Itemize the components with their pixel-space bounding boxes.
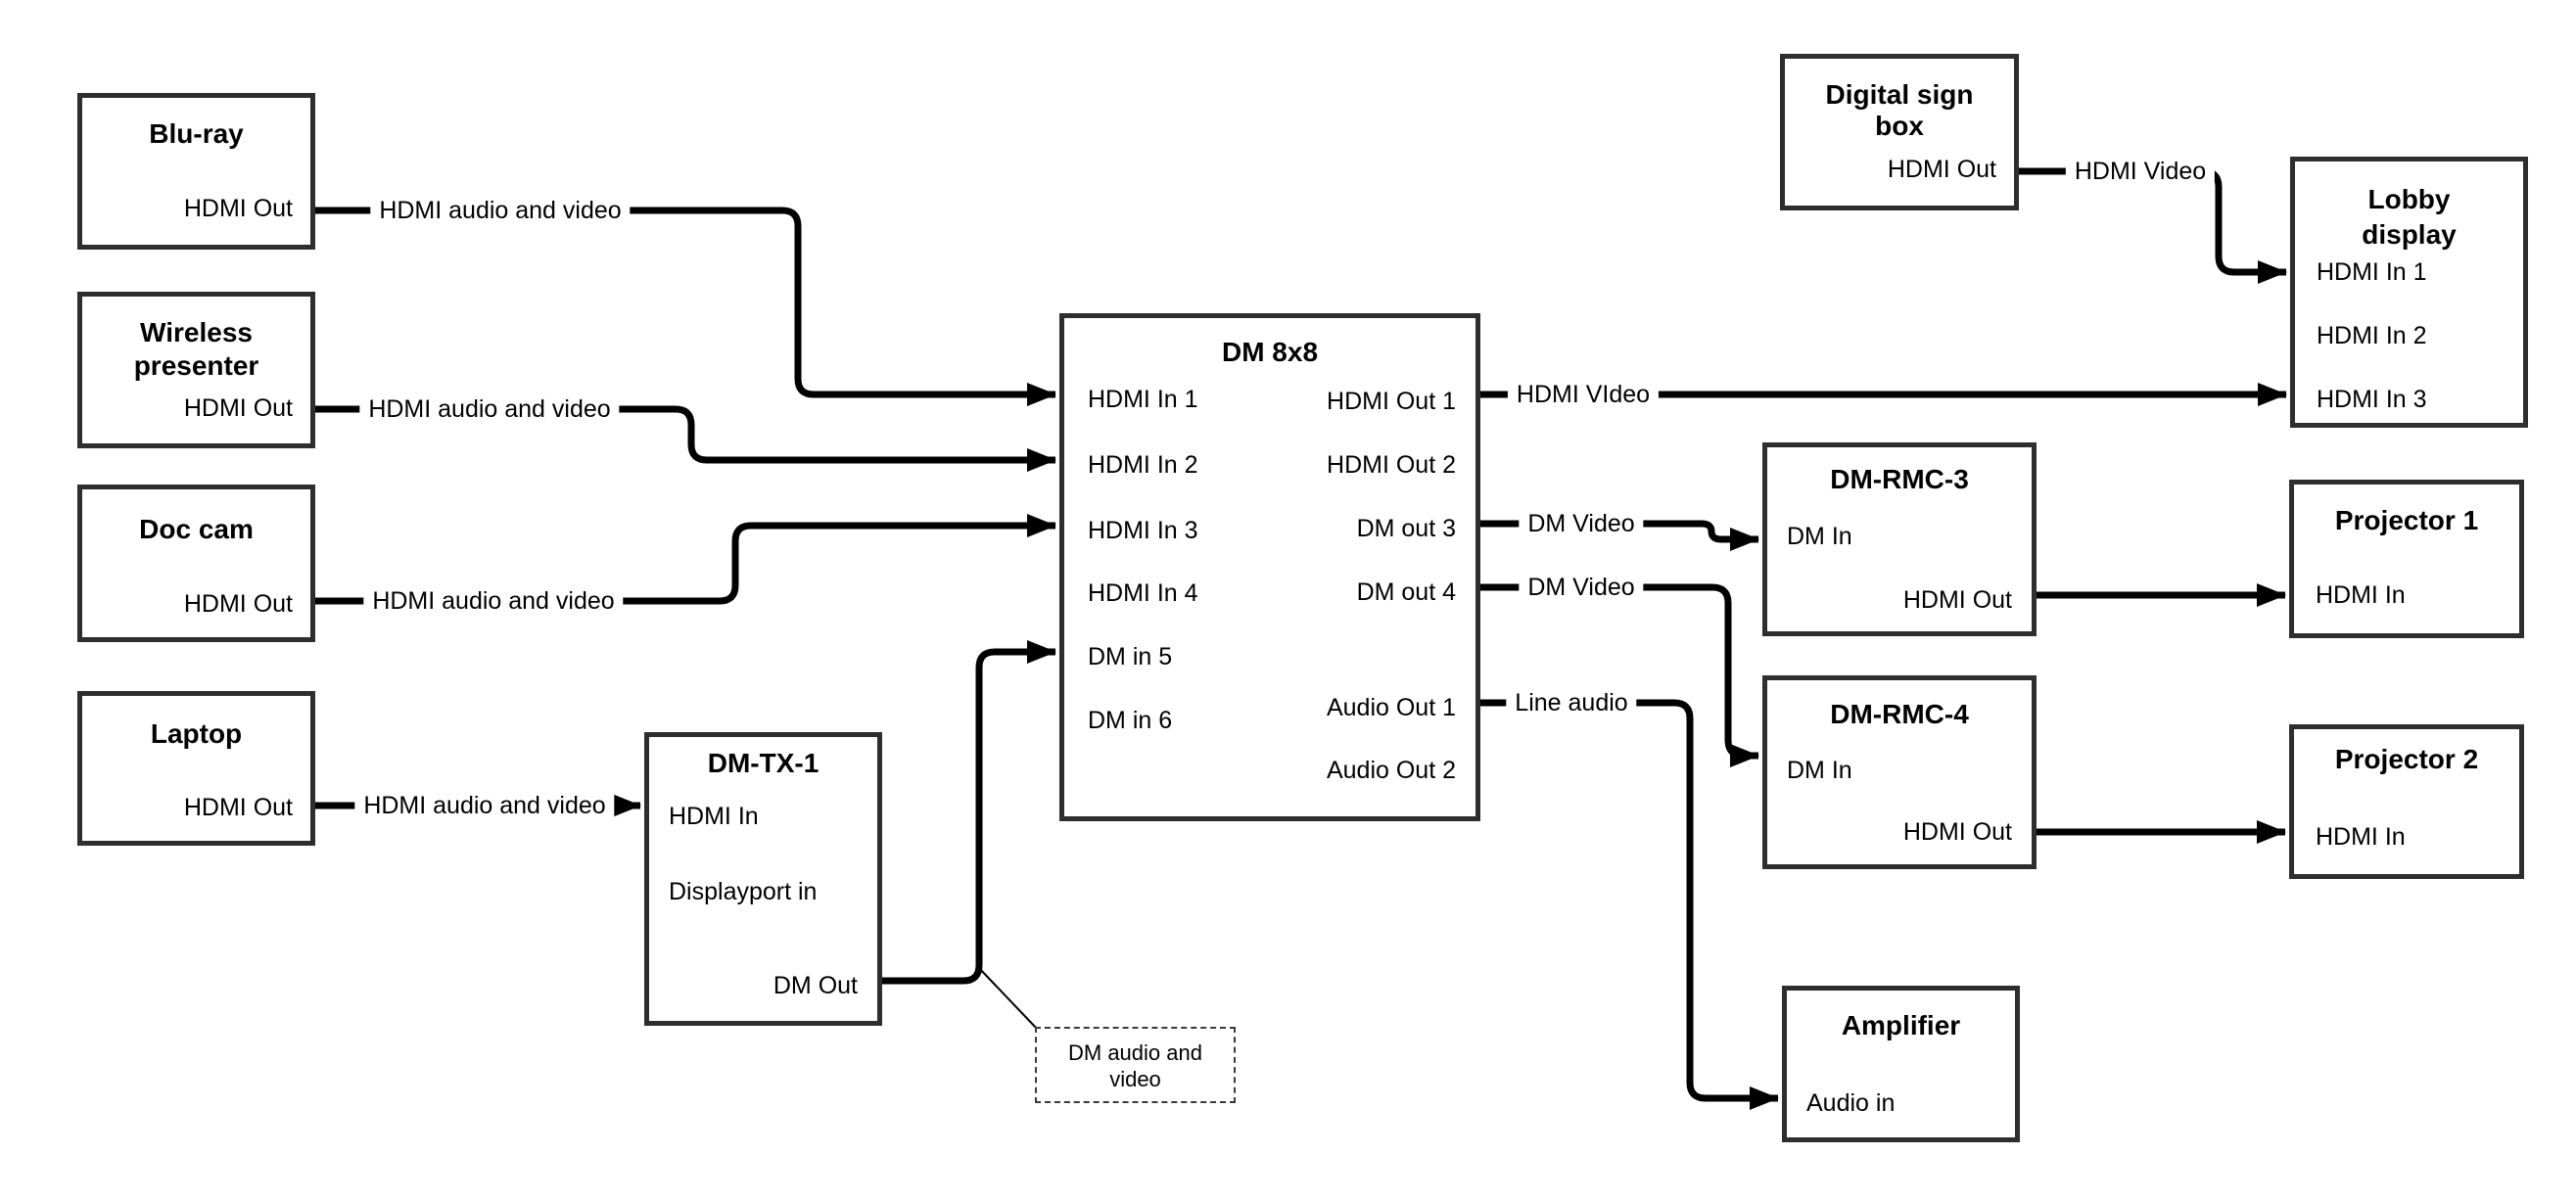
port-hdmi-out: HDMI Out <box>183 794 293 821</box>
port-hdmi-out: HDMI Out <box>183 195 293 222</box>
node-dm-rmc-3: DM-RMC-3 DM In HDMI Out <box>1762 442 2037 636</box>
port-audio-out-2: Audio Out 2 <box>1326 757 1456 784</box>
port-displayport-in: Displayport in <box>669 878 818 905</box>
node-bluray: Blu-ray HDMI Out <box>77 93 315 250</box>
node-title: Doc cam <box>139 514 254 544</box>
port-hdmi-out: HDMI Out <box>183 394 293 422</box>
edge-doccam-dm8x8 <box>315 514 1056 605</box>
edge-label-laptop: HDMI audio and video <box>354 791 615 820</box>
node-digital-sign-box: Digital sign box HDMI Out <box>1780 54 2019 210</box>
port-hdmi-in-2: HDMI In 2 <box>1088 451 1198 479</box>
node-laptop: Laptop HDMI Out <box>77 691 315 846</box>
node-dm-8x8: DM 8x8 HDMI In 1 HDMI In 2 HDMI In 3 HDM… <box>1059 313 1480 821</box>
node-title: Amplifier <box>1841 1010 1961 1040</box>
node-title: Lobby display <box>2362 184 2457 250</box>
edge-out4-dmrmc4 <box>1480 583 1759 767</box>
node-title: DM 8x8 <box>1221 337 1319 367</box>
port-hdmi-out: HDMI Out <box>1887 156 1996 183</box>
port-hdmi-out: HDMI Out <box>1902 586 2012 614</box>
node-wireless-presenter: Wireless presenter HDMI Out <box>77 292 315 448</box>
callout-leader-line <box>977 966 1039 1031</box>
node-title: Laptop <box>150 718 243 749</box>
edge-label-doccam: HDMI audio and video <box>363 586 624 616</box>
port-hdmi-out-2: HDMI Out 2 <box>1327 451 1456 479</box>
node-title: Projector 2 <box>2334 744 2479 774</box>
edge-label-digital-sign: HDMI Video <box>2065 157 2216 186</box>
port-hdmi-in: HDMI In <box>669 803 759 830</box>
port-hdmi-in-4: HDMI In 4 <box>1088 579 1198 607</box>
callout-text: DM audio and video <box>1068 1040 1202 1091</box>
port-dm-in-5: DM in 5 <box>1088 643 1173 670</box>
node-title: DM-TX-1 <box>707 748 820 778</box>
edge-label-dm-out-4: DM Video <box>1519 573 1644 602</box>
node-dm-rmc-4: DM-RMC-4 DM In HDMI Out <box>1762 675 2037 869</box>
port-hdmi-in: HDMI In <box>2316 823 2406 851</box>
callout-dm-audio-video: DM audio and video <box>1035 1027 1236 1103</box>
port-hdmi-in-2: HDMI In 2 <box>2317 322 2427 349</box>
port-dm-in: DM In <box>1787 523 1852 550</box>
port-dm-in-6: DM in 6 <box>1088 707 1173 734</box>
node-title: Blu-ray <box>149 118 244 149</box>
node-title: DM-RMC-3 <box>1830 464 1969 494</box>
port-dm-out-4: DM out 4 <box>1356 578 1456 606</box>
port-dm-out-3: DM out 3 <box>1356 515 1456 542</box>
edge-bluray-dm8x8 <box>315 207 1056 406</box>
port-hdmi-in-1: HDMI In 1 <box>1088 386 1198 413</box>
node-projector-1: Projector 1 HDMI In <box>2289 480 2524 638</box>
port-hdmi-in: HDMI In <box>2316 581 2406 609</box>
port-hdmi-in-3: HDMI In 3 <box>1088 517 1198 544</box>
node-title: DM-RMC-4 <box>1830 699 1969 729</box>
port-hdmi-out-1: HDMI Out 1 <box>1327 388 1456 415</box>
node-title: Digital sign box <box>1825 79 1974 141</box>
edge-aout1-amplifier <box>1480 699 1779 1110</box>
port-dm-out: DM Out <box>773 972 858 999</box>
port-hdmi-in-1: HDMI In 1 <box>2317 258 2427 286</box>
edge-dmtx1-dm8x8 <box>882 640 1056 985</box>
port-audio-in: Audio in <box>1806 1089 1896 1117</box>
edge-out3-dmrmc3 <box>1480 520 1759 551</box>
edge-label-wireless: HDMI audio and video <box>359 394 620 424</box>
node-title: Projector 1 <box>2334 505 2479 535</box>
node-title: Wireless presenter <box>133 317 259 381</box>
edge-digitalsign-lobby <box>2019 167 2287 284</box>
edge-label-hdmi-out-1: HDMI VIdeo <box>1507 380 1660 409</box>
port-hdmi-in-3: HDMI In 3 <box>2317 386 2427 413</box>
node-lobby-display: Lobby display HDMI In 1 HDMI In 2 HDMI I… <box>2290 157 2528 428</box>
node-amplifier: Amplifier Audio in <box>1782 986 2020 1142</box>
port-hdmi-out: HDMI Out <box>1902 818 2012 846</box>
node-doc-cam: Doc cam HDMI Out <box>77 485 315 642</box>
port-audio-out-1: Audio Out 1 <box>1326 694 1456 721</box>
edge-wireless-dm8x8 <box>315 405 1056 472</box>
node-dm-tx-1: DM-TX-1 HDMI In Displayport in DM Out <box>644 732 882 1026</box>
port-dm-in: DM In <box>1787 757 1852 784</box>
node-projector-2: Projector 2 HDMI In <box>2289 724 2524 879</box>
edge-label-dm-out-3: DM Video <box>1519 509 1644 538</box>
edge-label-bluray: HDMI audio and video <box>370 196 631 225</box>
edge-label-audio-out-1: Line audio <box>1506 688 1637 717</box>
port-hdmi-out: HDMI Out <box>183 590 293 618</box>
